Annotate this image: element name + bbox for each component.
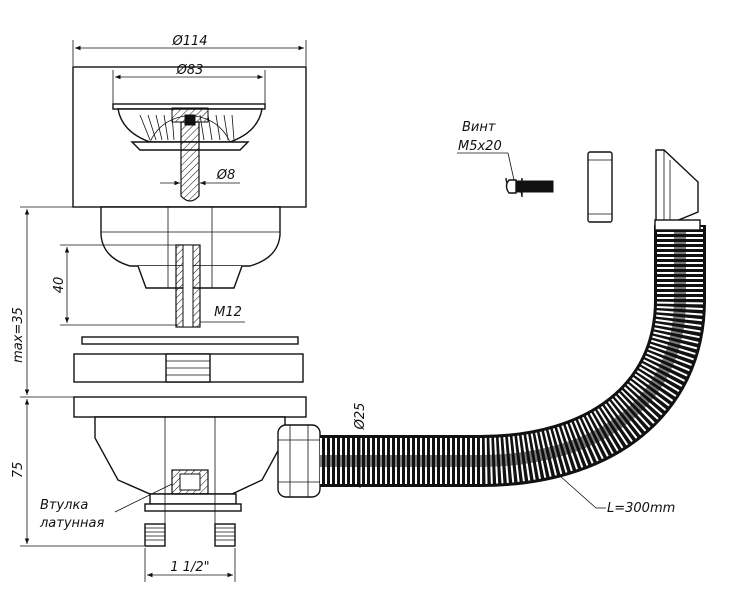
- dim-hose-diameter-label: Ø25: [353, 403, 368, 431]
- dim-max-35: max=35: [11, 206, 100, 398]
- dim-stem-diameter-label: Ø8: [216, 168, 236, 183]
- dim-height-75: 75: [11, 399, 144, 547]
- screw-title: Винт: [462, 120, 496, 135]
- threaded-rod: [175, 244, 201, 328]
- dim-strainer-diameter: Ø83: [112, 63, 266, 105]
- bushing-label-line2: латунная: [39, 516, 105, 531]
- locking-nut: [73, 353, 304, 383]
- dim-thread: M12: [200, 305, 245, 323]
- hose-coupling-nut: [277, 424, 321, 498]
- dim-outer-diameter: Ø114: [72, 34, 307, 66]
- dim-outlet-thread: 1 1/2": [144, 548, 236, 582]
- dim-thread-label: M12: [214, 305, 242, 320]
- dim-depth-40-label: 40: [52, 277, 67, 294]
- dim-outlet-thread-label: 1 1/2": [170, 560, 209, 575]
- dim-stem-diameter: Ø8: [160, 168, 240, 186]
- drain-body-lower: [73, 396, 307, 547]
- screw: Винт M5x20: [457, 120, 554, 198]
- strainer-stem: [171, 107, 209, 202]
- bushing-label-line1: Втулка: [40, 498, 88, 513]
- corrugated-hose: [320, 225, 706, 487]
- hose-length-label: L=300mm: [607, 501, 675, 516]
- brass-bushing: [171, 469, 209, 495]
- dim-height-75-label: 75: [11, 462, 26, 479]
- dim-hose-diameter: Ø25: [353, 403, 368, 488]
- washer-thin: [81, 336, 299, 345]
- overflow-fitting: [654, 149, 701, 231]
- screw-size: M5x20: [458, 139, 502, 154]
- hose-length-callout: L=300mm: [559, 475, 675, 516]
- overflow-plug: [587, 151, 613, 223]
- bushing-callout: Втулка латунная: [39, 483, 173, 531]
- dim-strainer-diameter-label: Ø83: [176, 63, 204, 78]
- dim-max-35-label: max=35: [11, 307, 26, 363]
- dim-outer-diameter-label: Ø114: [171, 34, 207, 49]
- dim-depth-40: 40: [52, 244, 180, 326]
